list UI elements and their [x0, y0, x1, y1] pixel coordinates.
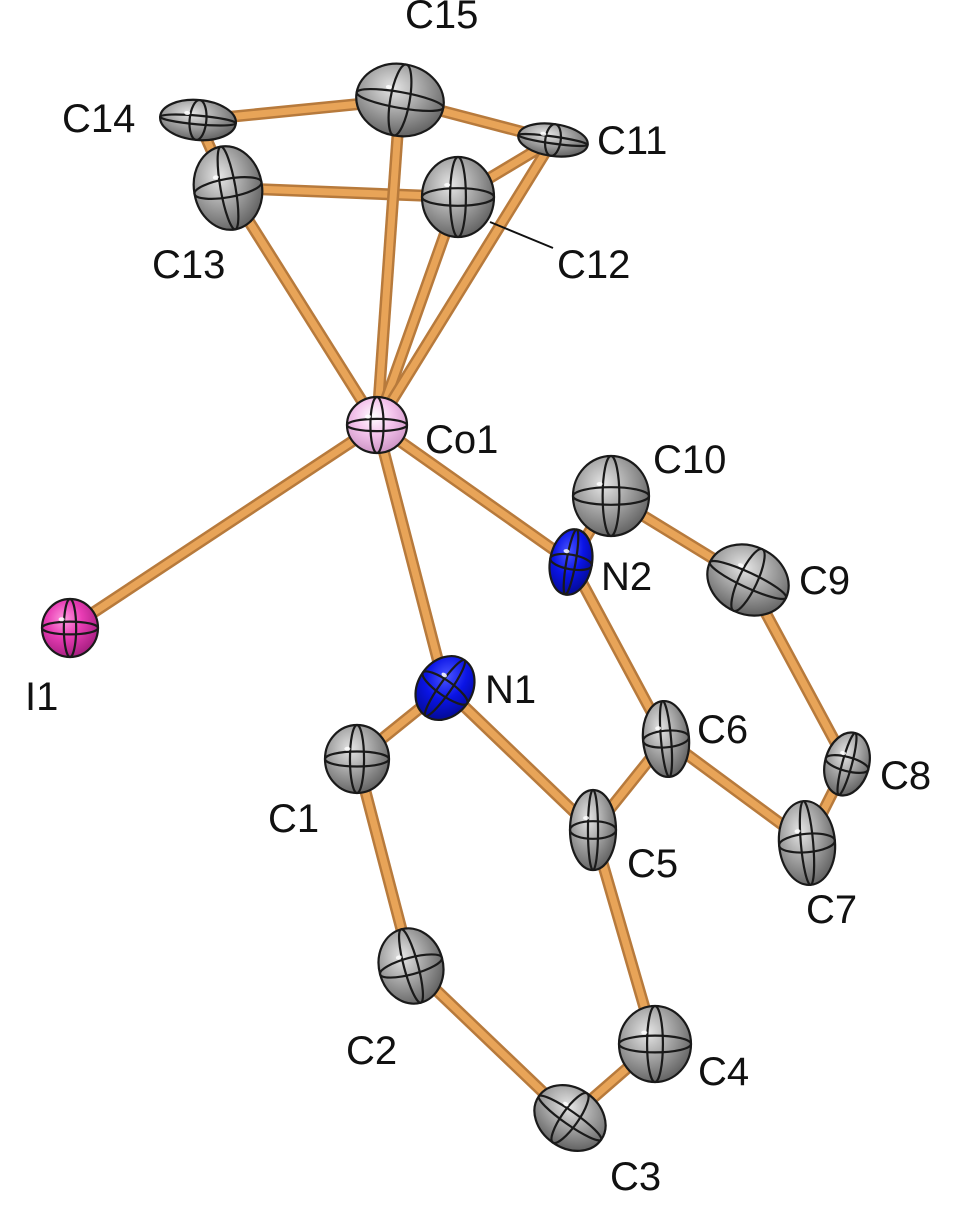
atom-label-c1: C1: [268, 797, 319, 841]
atom-label-c9: C9: [799, 559, 850, 603]
atom-n1: [414, 655, 476, 721]
atom-label-c2: C2: [346, 1029, 397, 1073]
atom-co1: [345, 395, 409, 455]
atom-label-c5: C5: [627, 842, 678, 886]
atom-c8: [823, 731, 871, 797]
atom-c7: [777, 799, 837, 887]
atom-c10: [571, 454, 651, 538]
atom-c13: [192, 145, 264, 231]
atom-c4: [617, 1004, 693, 1084]
atom-label-c10: C10: [653, 438, 726, 482]
c12-label-leader-line: [489, 221, 554, 249]
bond-c5-n1: [440, 683, 598, 835]
atom-label-c15: C15: [405, 0, 478, 37]
atom-c1: [323, 723, 391, 795]
atom-c11: [517, 122, 589, 158]
atom-label-i1: I1: [25, 675, 58, 719]
atom-label-c3: C3: [610, 1155, 661, 1199]
bond-co1-c15: [371, 99, 406, 426]
atom-label-c14: C14: [62, 97, 135, 141]
bond-co1-n1: [371, 423, 451, 690]
atom-label-c11: C11: [597, 119, 667, 163]
atom-label-c12: C12: [557, 243, 630, 287]
atoms-layer: [40, 62, 871, 1152]
atom-label-n1: N1: [485, 668, 536, 712]
bond-co1-c11: [371, 136, 559, 429]
bond-c12-c13: [227, 182, 459, 203]
atom-label-c6: C6: [697, 708, 748, 752]
atom-label-c4: C4: [698, 1050, 749, 1094]
atom-label-c13: C13: [152, 243, 225, 287]
bond-co1-n2: [373, 420, 575, 567]
bond-co1-i1: [66, 419, 381, 634]
atom-c9: [706, 543, 790, 617]
bond-co1-c13: [222, 184, 383, 429]
atom-label-c7: C7: [806, 888, 857, 932]
atom-c2: [377, 927, 445, 1005]
atom-c3: [533, 1084, 607, 1152]
atom-n2: [548, 528, 594, 596]
atom-c15: [355, 62, 445, 138]
atom-label-n2: N2: [601, 555, 652, 599]
atom-c14: [159, 98, 237, 142]
atom-c5: [568, 788, 618, 872]
atom-label-c8: C8: [880, 754, 931, 798]
atom-c6: [641, 699, 691, 779]
atom-c12: [420, 155, 496, 239]
atom-label-co1: Co1: [425, 418, 498, 462]
atom-i1: [40, 597, 100, 659]
